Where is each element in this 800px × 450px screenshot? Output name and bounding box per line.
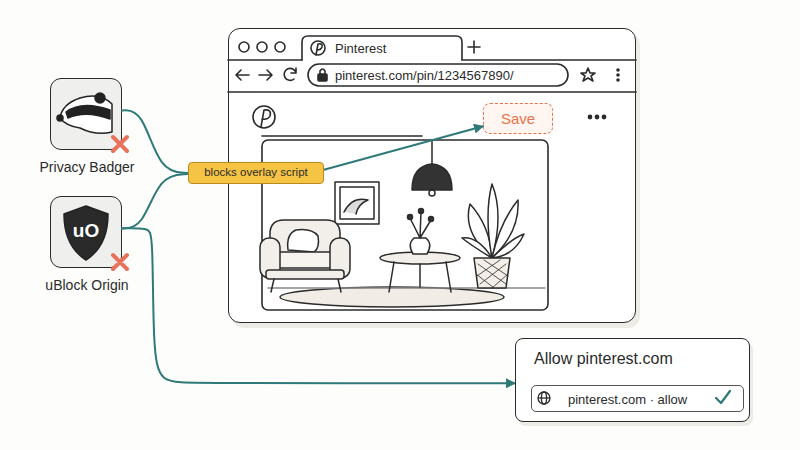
node-text: pinterest.com · allow	[568, 392, 687, 408]
logo-text: uO	[73, 220, 99, 242]
node-text: Save	[484, 104, 552, 133]
save-button: Save	[483, 103, 553, 134]
callout-tag: blocks overlay script	[188, 162, 324, 184]
connector	[122, 174, 188, 228]
node-text: pinterest.com/pin/1234567890/	[335, 68, 514, 84]
node-text: Allow pinterest.com	[534, 349, 673, 368]
allow-panel: Allow pinterest.com pinterest.com · allow	[515, 338, 750, 422]
node-text: Pinterest	[335, 41, 386, 57]
node-text: uBlock Origin	[1, 277, 173, 294]
node-text: blocks overlay script	[189, 163, 323, 183]
allow-rule-row: pinterest.com · allow	[531, 385, 744, 412]
node-text: Privacy Badger	[1, 159, 173, 176]
extension-icon: Privacy Badger	[50, 78, 122, 150]
